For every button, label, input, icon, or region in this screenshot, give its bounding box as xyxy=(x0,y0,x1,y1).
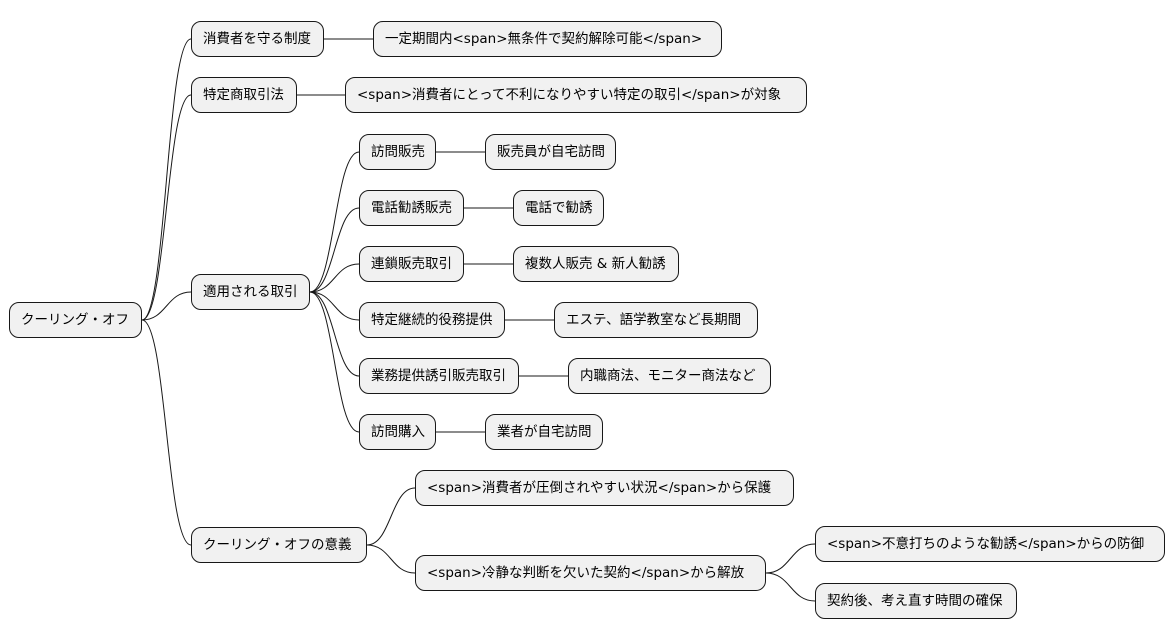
node-multilevel-marketing: 連鎖販売取引 xyxy=(359,246,464,282)
node-specified-continuous-services-detail: エステ、語学教室など長期間 xyxy=(554,302,758,338)
connector-line xyxy=(309,207,360,293)
connector-line xyxy=(765,543,816,574)
connector-line xyxy=(309,291,360,321)
connector-line xyxy=(309,151,360,293)
node-time-to-reconsider: 契約後、考え直す時間の確保 xyxy=(815,583,1017,619)
node-protection-from-overwhelming: <span>消費者が圧倒されやすい状況</span>から保護 xyxy=(415,470,794,506)
node-multilevel-marketing-detail: 複数人販売 & 新人勧誘 xyxy=(513,246,679,282)
connector-line xyxy=(141,319,192,546)
node-business-opportunity-sales: 業務提供誘引販売取引 xyxy=(359,358,519,394)
connector-line xyxy=(366,544,416,574)
node-disadvantageous-transactions: <span>消費者にとって不利になりやすい特定の取引</span>が対象 xyxy=(345,77,807,113)
node-door-to-door-sales-detail: 販売員が自宅訪問 xyxy=(485,134,616,170)
node-telemarketing-sales: 電話勧誘販売 xyxy=(359,190,464,226)
root-node: クーリング・オフ xyxy=(9,302,142,338)
connector-line xyxy=(765,572,816,602)
node-specified-continuous-services: 特定継続的役務提供 xyxy=(359,302,505,338)
node-specified-commercial-transactions-act: 特定商取引法 xyxy=(191,77,297,113)
connector-line xyxy=(141,38,192,321)
connector-line xyxy=(141,94,192,321)
node-door-to-door-sales: 訪問販売 xyxy=(359,134,436,170)
connector-line xyxy=(309,263,360,293)
connector-line xyxy=(366,487,416,546)
node-telemarketing-sales-detail: 電話で勧誘 xyxy=(513,190,604,226)
connector-line xyxy=(309,291,360,433)
node-cooling-off-significance: クーリング・オフの意義 xyxy=(191,527,367,563)
node-consumer-protection-system: 消費者を守る制度 xyxy=(191,21,324,57)
node-business-opportunity-sales-detail: 内職商法、モニター商法など xyxy=(568,358,771,394)
node-applicable-transactions: 適用される取引 xyxy=(191,274,310,310)
node-door-to-door-purchase: 訪問購入 xyxy=(359,414,436,450)
node-door-to-door-purchase-detail: 業者が自宅訪問 xyxy=(485,414,603,450)
node-conditional-cancellation: 一定期間内<span>無条件で契約解除可能</span> xyxy=(373,21,722,57)
node-defense-from-surprise-solicitation: <span>不意打ちのような勧誘</span>からの防御 xyxy=(815,526,1165,562)
connector-line xyxy=(309,291,360,377)
node-release-from-irrational-contract: <span>冷静な判断を欠いた契約</span>から解放 xyxy=(415,555,766,591)
connector-line xyxy=(141,291,192,321)
